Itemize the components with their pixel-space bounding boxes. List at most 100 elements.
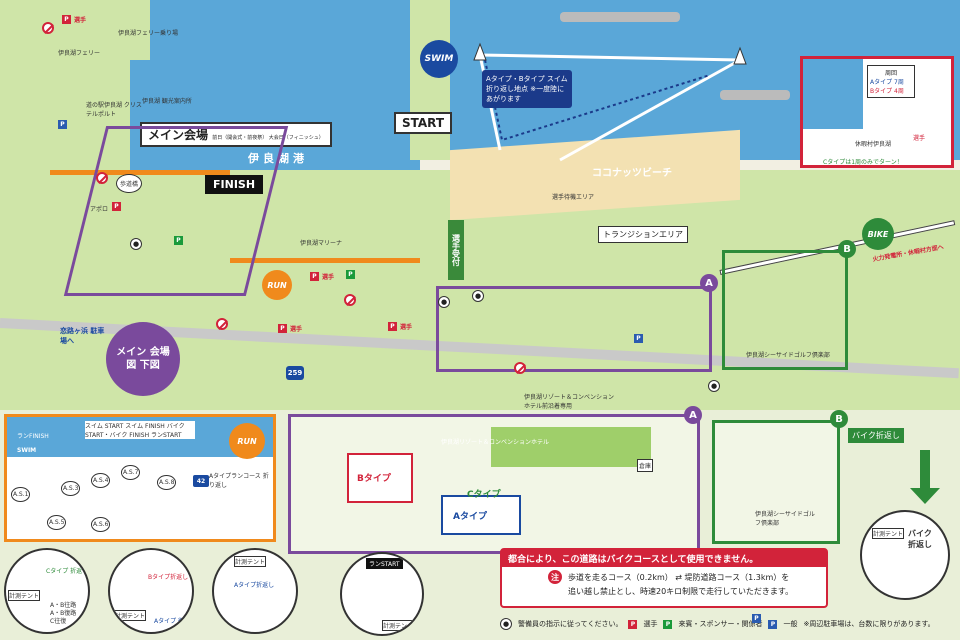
start-tag: START — [394, 112, 453, 134]
ferry-label: 伊良湖フェリー — [58, 50, 101, 57]
breakwater-2 — [720, 90, 790, 100]
bike-return-label: バイク折返し — [852, 431, 900, 440]
tourism-center-label: 伊良湖 観光案内所 — [142, 98, 192, 105]
main-venue-below-badge: メイン 会場図 下図 — [106, 322, 180, 396]
run-start-label: ランSTART — [369, 561, 400, 568]
no-entry-icon-3 — [344, 294, 356, 306]
laps-kyuka: 休暇村伊良湖 — [855, 141, 892, 148]
laps-box: 周回 Aタイプ 7周 Bタイプ 4周 — [867, 65, 915, 98]
main-venue-tag: メイン会場 前日（開会式・前夜祭） 大会日（フィニッシュ） — [140, 122, 332, 147]
zone-a-bottom-lawn — [491, 427, 651, 467]
a-type-zone-label: Aタイプ — [453, 512, 487, 522]
warning-box: 都合により、この道路はバイクコースとして使用できません。 注 歩道を走るコース（… — [500, 548, 828, 608]
laps-a: Aタイプ 7周 — [870, 79, 904, 86]
zone-a-bottom: 伊良湖リゾート＆コンベンションホテル Bタイプ Aタイプ Cタイプ 倉庫 — [288, 414, 700, 554]
warning-line-2: 追い越し禁止とし、時速20キロ制限で走行していただきます。 — [568, 587, 794, 596]
coconut-beach-label: ココナッツビーチ — [592, 168, 672, 179]
run-route — [50, 170, 230, 175]
meiji-label: 恋路ヶ浜 駐車場へ — [60, 327, 105, 345]
bay — [130, 60, 420, 180]
small-map-inset: SWIM ランFINISH スイム START スイム FINISH バイク S… — [4, 414, 276, 542]
swim-badge: SWIM — [420, 40, 458, 78]
parking-p-5-label: 選手 — [400, 324, 413, 331]
ab-route-label: A・B往路 — [50, 602, 77, 609]
b-type-zone: Bタイプ — [347, 453, 413, 503]
parking-guest-2: P — [346, 270, 355, 279]
parking-p-4-label: 選手 — [290, 326, 303, 333]
transition-area-tag: トランジションエリア — [598, 226, 688, 243]
p-public-icon: P — [768, 619, 778, 629]
zone-b-top — [722, 250, 848, 370]
route-259-badge: 259 — [286, 366, 304, 380]
guard-icon-3: ● — [472, 290, 484, 302]
a-type-zone: Aタイプ — [441, 495, 521, 535]
warning-title: 都合により、この道路はバイクコースとして使用できません。 — [502, 550, 826, 567]
bike-return-circle-label: バイク 折返し — [908, 529, 932, 549]
zone-b-bottom: 伊良湖シーサイドゴルフ倶楽部 — [712, 420, 840, 544]
marina-label: 伊良湖マリーナ — [300, 240, 343, 247]
p-guest-icon: P — [663, 619, 673, 629]
footer-guard: 警備員の指示に従ってください。 — [518, 620, 623, 628]
bike-return-circle: バイク 折返し 計測テント — [860, 510, 950, 600]
resort-hotel2-label: 伊良湖リゾート＆コンベンションホテル — [441, 439, 550, 446]
footer-p-player: 選手 — [643, 620, 658, 628]
guard-icon-4: ● — [708, 380, 720, 392]
b-bottom-golf: 伊良湖シーサイドゴルフ倶楽部 — [755, 511, 815, 527]
c-return-label: Cタイプ 折返し — [46, 568, 89, 575]
as-1: A.S.1 — [11, 487, 31, 502]
footer-p-guest: 来賓・スポンサー・関係者 — [678, 620, 763, 628]
guard-icon: ● — [500, 618, 512, 630]
player-reg: 選手受付 — [448, 220, 464, 280]
small-map-run-finish: ランFINISH — [17, 433, 49, 440]
guard-icon-1: ● — [130, 238, 142, 250]
finish-tag: FINISH — [205, 175, 264, 194]
bike-return-arrowhead — [910, 488, 940, 504]
as-3: A.S.3 — [61, 481, 81, 496]
parking-p-5: P — [388, 322, 397, 331]
c-route-label: C往復 — [50, 618, 67, 625]
port-center-label: 道の駅伊良湖 クリステルポルト — [86, 102, 142, 118]
bike-return-arrow — [920, 450, 930, 490]
player-reg-label: 選手受付 — [451, 234, 461, 266]
zone-a-top-marker: A — [700, 274, 718, 292]
run-route-2 — [230, 258, 420, 263]
warning-chu-label: 注 — [551, 572, 559, 582]
b-return-label: Bタイプ折返し — [148, 574, 189, 581]
zone-a-top — [436, 286, 712, 372]
bike-badge: BIKE — [862, 218, 894, 250]
b-a-back-label: Aタイプ 復路 — [154, 618, 191, 625]
bay-name-label: 伊良湖港 — [248, 152, 308, 165]
resort-hotel-label: 伊良湖リゾート＆コンベンション ホテル前沿着専用 — [524, 394, 615, 410]
warning-chu: 注 — [548, 570, 562, 584]
a-tent-label: 計測テント — [234, 556, 267, 567]
main-venue-below-label: メイン 会場図 下図 — [116, 347, 170, 371]
p-player-icon: P — [628, 619, 638, 629]
warning-line-1: 歩道を走るコース（0.2km） ⇄ 堤防道路コース（1.3km）を — [568, 573, 790, 582]
no-entry-icon-2 — [216, 318, 228, 330]
small-map-a-course: Aタイプランコース 折り返し — [209, 473, 269, 489]
laps-b: Bタイプ 4周 — [870, 88, 904, 95]
walkway-label: 歩道橋 — [116, 174, 143, 193]
b-type-zone-label: Bタイプ — [357, 474, 391, 484]
player-area-label: 選手待機エリア — [552, 194, 595, 201]
main-venue-title: メイン会場 — [148, 128, 209, 142]
small-map-swim: SWIM — [17, 447, 37, 454]
bike-return-tent: 計測テント — [872, 528, 905, 539]
run-badge: RUN — [262, 270, 292, 300]
c-type-zone-label: Cタイプ — [467, 490, 501, 500]
kitchen-label: 倉庫 — [637, 459, 654, 472]
parking-public-1: P — [58, 120, 67, 129]
no-entry-icon-4 — [514, 362, 526, 374]
laps-title: 周回 — [884, 70, 897, 77]
main-venue-note: 前日（開会式・前夜祭） 大会日（フィニッシュ） — [212, 135, 324, 141]
parking-public-2: P — [634, 334, 643, 343]
zone-b-bottom-marker: B — [830, 410, 848, 428]
ab-back-label: A・B復路 — [50, 610, 77, 617]
no-entry-icon-1 — [96, 172, 108, 184]
as-6: A.S.6 — [91, 517, 111, 532]
pier — [10, 0, 150, 60]
footer-legend: ● 警備員の指示に従ってください。 P 選手 P 来賓・スポンサー・関係者 P … — [500, 614, 956, 634]
laps-inset-sea — [803, 59, 863, 129]
laps-player: 選手 — [913, 135, 926, 142]
run-start-circle: ランSTART 計測テント — [340, 552, 424, 636]
